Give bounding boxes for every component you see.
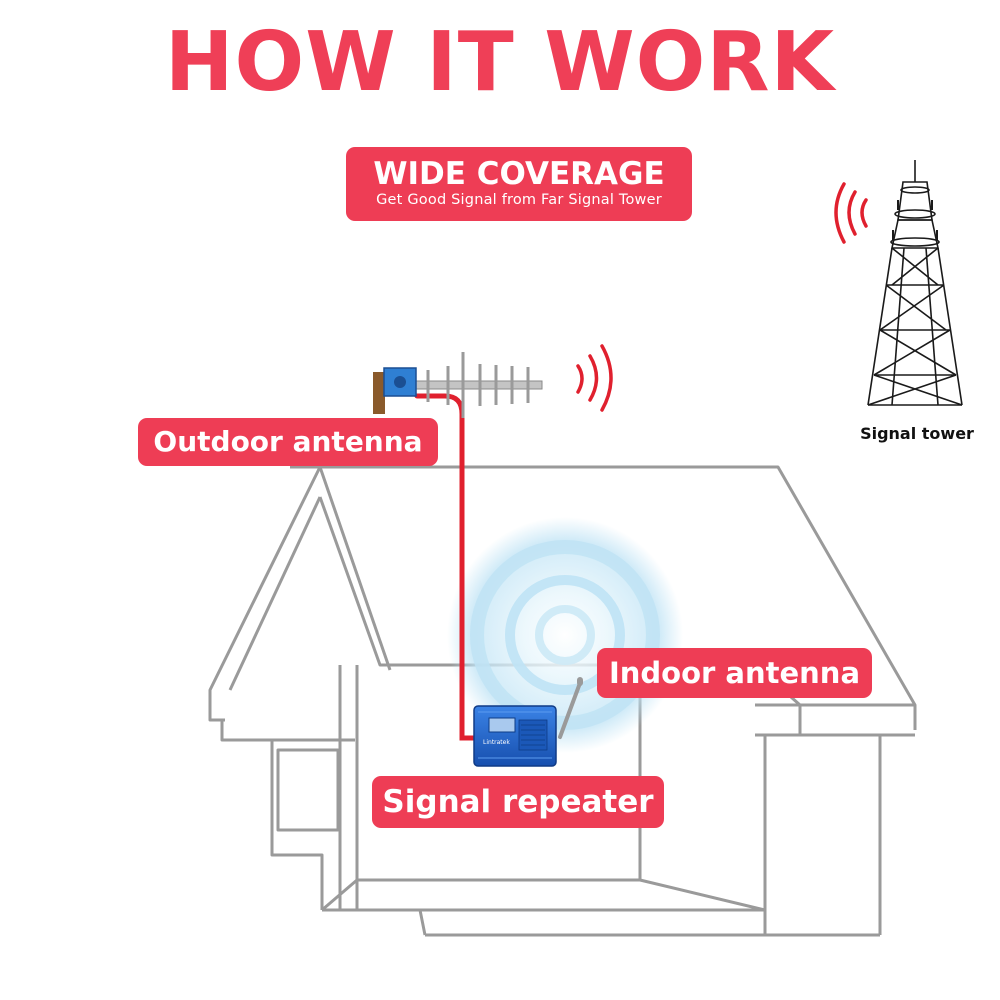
wide-coverage-badge: WIDE COVERAGE Get Good Signal from Far S…: [346, 147, 692, 221]
badge-subtitle: Get Good Signal from Far Signal Tower: [376, 192, 662, 208]
signal-tower-label: Signal tower: [860, 424, 974, 443]
repeater-device-icon: Lintratek: [473, 705, 557, 767]
yagi-antenna-icon: [373, 352, 543, 418]
signal-repeater-label: Signal repeater: [372, 776, 664, 828]
badge-title: WIDE COVERAGE: [373, 156, 665, 192]
signal-tower-icon: [867, 160, 963, 406]
repeater-brand: Lintratek: [483, 739, 510, 746]
whip-antenna-icon: [558, 677, 583, 739]
antenna-waves: [576, 344, 613, 412]
indoor-antenna-label: Indoor antenna: [597, 648, 872, 698]
page-title: HOW IT WORK: [164, 15, 836, 110]
tower-waves: [834, 182, 868, 244]
outdoor-antenna-label: Outdoor antenna: [138, 418, 438, 466]
